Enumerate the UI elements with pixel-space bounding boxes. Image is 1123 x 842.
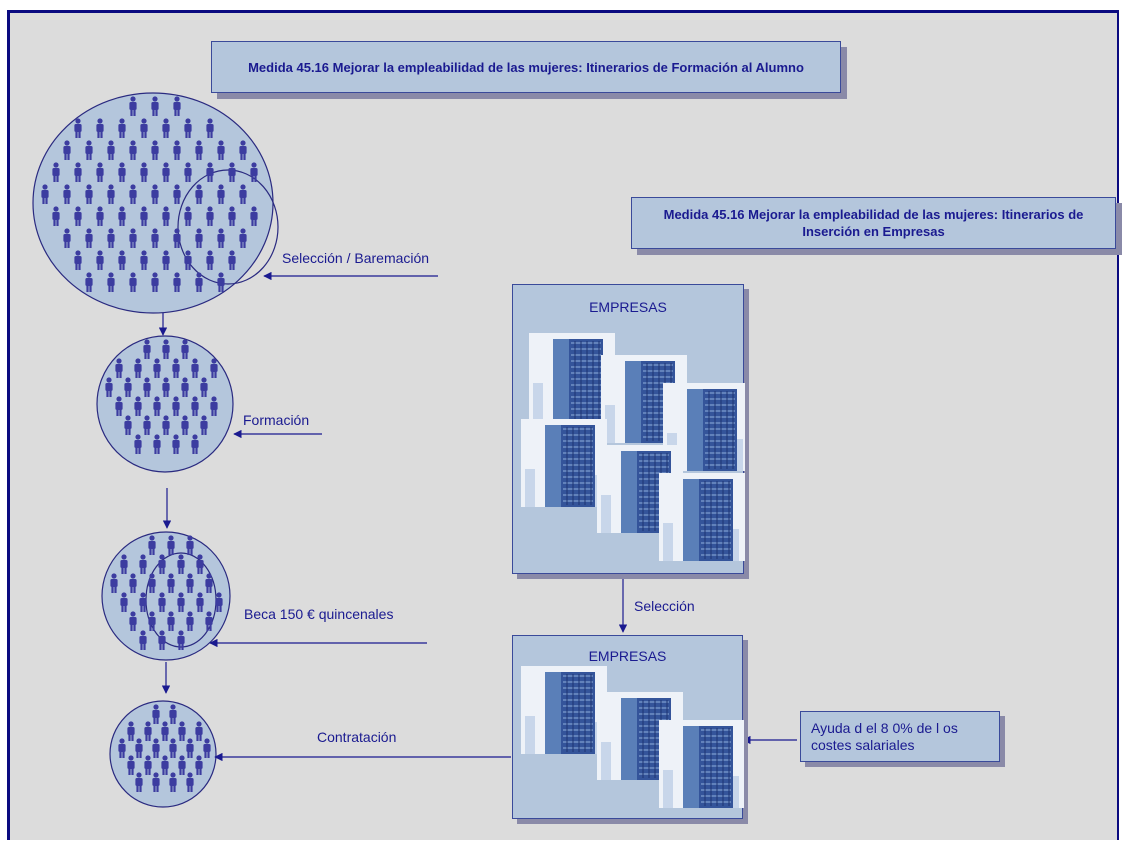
buildings-group-top xyxy=(520,332,745,562)
beca-circle xyxy=(101,531,231,661)
formacion-circle xyxy=(96,335,234,473)
title-itinerarios-insercion: Medida 45.16 Mejorar la empleabilidad de… xyxy=(631,197,1116,249)
title-itinerarios-formacion: Medida 45.16 Mejorar la empleabilidad de… xyxy=(211,41,841,93)
empresas-panel-bottom: EMPRESAS xyxy=(512,635,744,819)
selected-subgroup-circle xyxy=(177,169,279,285)
empresas-top-title: EMPRESAS xyxy=(589,299,667,315)
contratacion-circle xyxy=(109,700,217,808)
label-formacion: Formación xyxy=(243,412,310,428)
empresas-bottom-title: EMPRESAS xyxy=(588,648,667,664)
label-beca: Beca 150 € quincenales xyxy=(244,606,394,622)
label-seleccion-baremacion: Selección / Baremación xyxy=(282,250,430,266)
connector-arrows xyxy=(158,271,797,762)
label-contratacion: Contratación xyxy=(317,729,397,745)
ayuda-box: Ayuda d el 8 0% de l os costes salariale… xyxy=(800,711,1000,762)
empresas-panel-top: EMPRESAS xyxy=(512,284,745,574)
label-seleccion: Selección xyxy=(634,598,695,614)
buildings-group-bottom xyxy=(520,665,744,809)
